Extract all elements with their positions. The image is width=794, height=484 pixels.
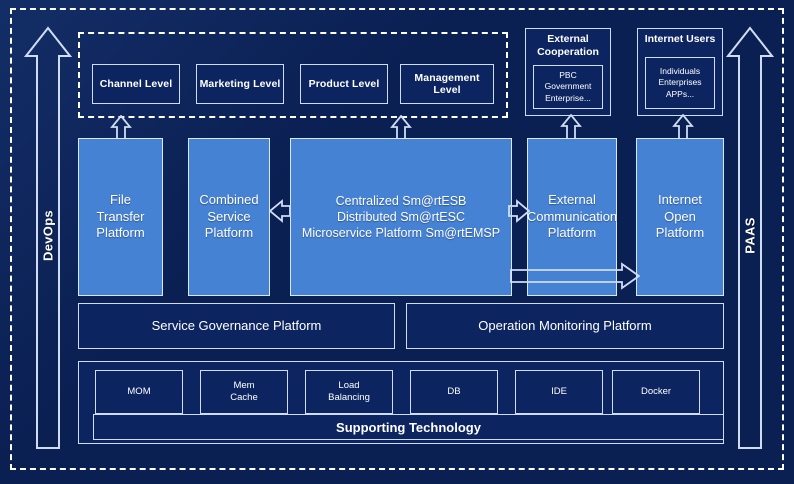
platform-line: Centralized Sm@rtESB bbox=[335, 193, 467, 208]
external-cooperation-title: External Cooperation bbox=[537, 33, 599, 59]
paas-arrow-shape bbox=[726, 26, 774, 450]
platform-line: Communication bbox=[526, 208, 618, 224]
tech-box-ide[interactable]: IDE bbox=[515, 370, 603, 414]
arrow-right-esb-to-external-comm bbox=[508, 198, 531, 229]
platform-line: Platform bbox=[655, 225, 705, 241]
level-label: Management Level bbox=[414, 71, 480, 96]
paas-label: PAAS bbox=[742, 217, 758, 254]
tech-line: Docker bbox=[640, 386, 672, 398]
tech-box-load-balancing[interactable]: Load Balancing bbox=[305, 370, 393, 414]
devops-arrow-shape bbox=[24, 26, 72, 450]
tech-box-docker[interactable]: Docker bbox=[612, 370, 700, 414]
level-label: Channel Level bbox=[99, 77, 173, 90]
external-cooperation-inner-text: PBC Government Enterprise... bbox=[544, 69, 592, 103]
supporting-technology-bar[interactable]: Supporting Technology bbox=[93, 414, 724, 440]
tech-line: Balancing bbox=[328, 392, 370, 403]
level-box-product[interactable]: Product Level bbox=[300, 64, 388, 104]
internet-users-group[interactable]: Internet Users Individuals Enterprises A… bbox=[637, 28, 723, 116]
internet-users-title: Internet Users bbox=[644, 33, 716, 45]
tech-line: Cache bbox=[230, 392, 258, 403]
tech-box-db[interactable]: DB bbox=[410, 370, 498, 414]
tech-line: IDE bbox=[551, 386, 567, 398]
external-cooperation-inner: PBC Government Enterprise... bbox=[533, 65, 603, 109]
arrow-left-esb-to-combined bbox=[268, 198, 291, 229]
devops-label: DevOps bbox=[40, 210, 56, 261]
tech-line: MOM bbox=[127, 386, 151, 398]
operation-monitoring-platform[interactable]: Operation Monitoring Platform bbox=[406, 303, 724, 349]
governance-label: Service Governance Platform bbox=[151, 317, 322, 333]
level-box-management[interactable]: Management Level bbox=[400, 64, 494, 104]
level-label: Marketing Level bbox=[199, 77, 281, 90]
level-box-marketing[interactable]: Marketing Level bbox=[196, 64, 284, 104]
platform-line: File bbox=[110, 191, 131, 207]
platform-line: External bbox=[548, 191, 596, 207]
internet-users-inner: Individuals Enterprises APPs... bbox=[645, 57, 715, 109]
level-box-channel[interactable]: Channel Level bbox=[92, 64, 180, 104]
platform-line: Combined bbox=[199, 191, 259, 207]
governance-label: Operation Monitoring Platform bbox=[478, 317, 652, 333]
tech-line: DB bbox=[447, 386, 461, 398]
platform-line: Internet bbox=[657, 191, 703, 207]
tech-box-mom[interactable]: MOM bbox=[95, 370, 183, 414]
service-governance-platform[interactable]: Service Governance Platform bbox=[78, 303, 395, 349]
platform-line: Platform bbox=[96, 225, 145, 241]
outer-dashed-boundary bbox=[10, 8, 784, 470]
tech-line: Load bbox=[338, 380, 360, 392]
tech-box-mem-cache[interactable]: Mem Cache bbox=[200, 370, 288, 414]
platform-line: Microservice Platform Sm@rtEMSP bbox=[301, 226, 501, 241]
internet-users-inner-text: Individuals Enterprises APPs... bbox=[658, 65, 702, 99]
consumer-levels-group bbox=[78, 32, 508, 118]
tech-line: Mem bbox=[233, 380, 255, 392]
platform-line: Open bbox=[664, 208, 696, 224]
platform-line: Platform bbox=[204, 225, 254, 241]
platform-file-transfer[interactable]: File Transfer Platform bbox=[78, 138, 163, 296]
platform-internet-open[interactable]: Internet Open Platform bbox=[636, 138, 724, 296]
level-label: Product Level bbox=[308, 77, 380, 90]
platform-combined-service[interactable]: Combined Service Platform bbox=[188, 138, 270, 296]
external-cooperation-group[interactable]: External Cooperation PBC Government Ente… bbox=[525, 28, 611, 116]
platform-esb-core[interactable]: Centralized Sm@rtESB Distributed Sm@rtES… bbox=[290, 138, 512, 296]
platform-line: Service bbox=[207, 208, 251, 224]
arrow-right-long-esb-to-internet-open bbox=[509, 262, 641, 295]
platform-line: Transfer bbox=[96, 208, 145, 224]
platform-line: Distributed Sm@rtESC bbox=[336, 209, 465, 224]
supporting-technology-label: Supporting Technology bbox=[336, 419, 481, 435]
platform-line: Platform bbox=[547, 225, 597, 241]
